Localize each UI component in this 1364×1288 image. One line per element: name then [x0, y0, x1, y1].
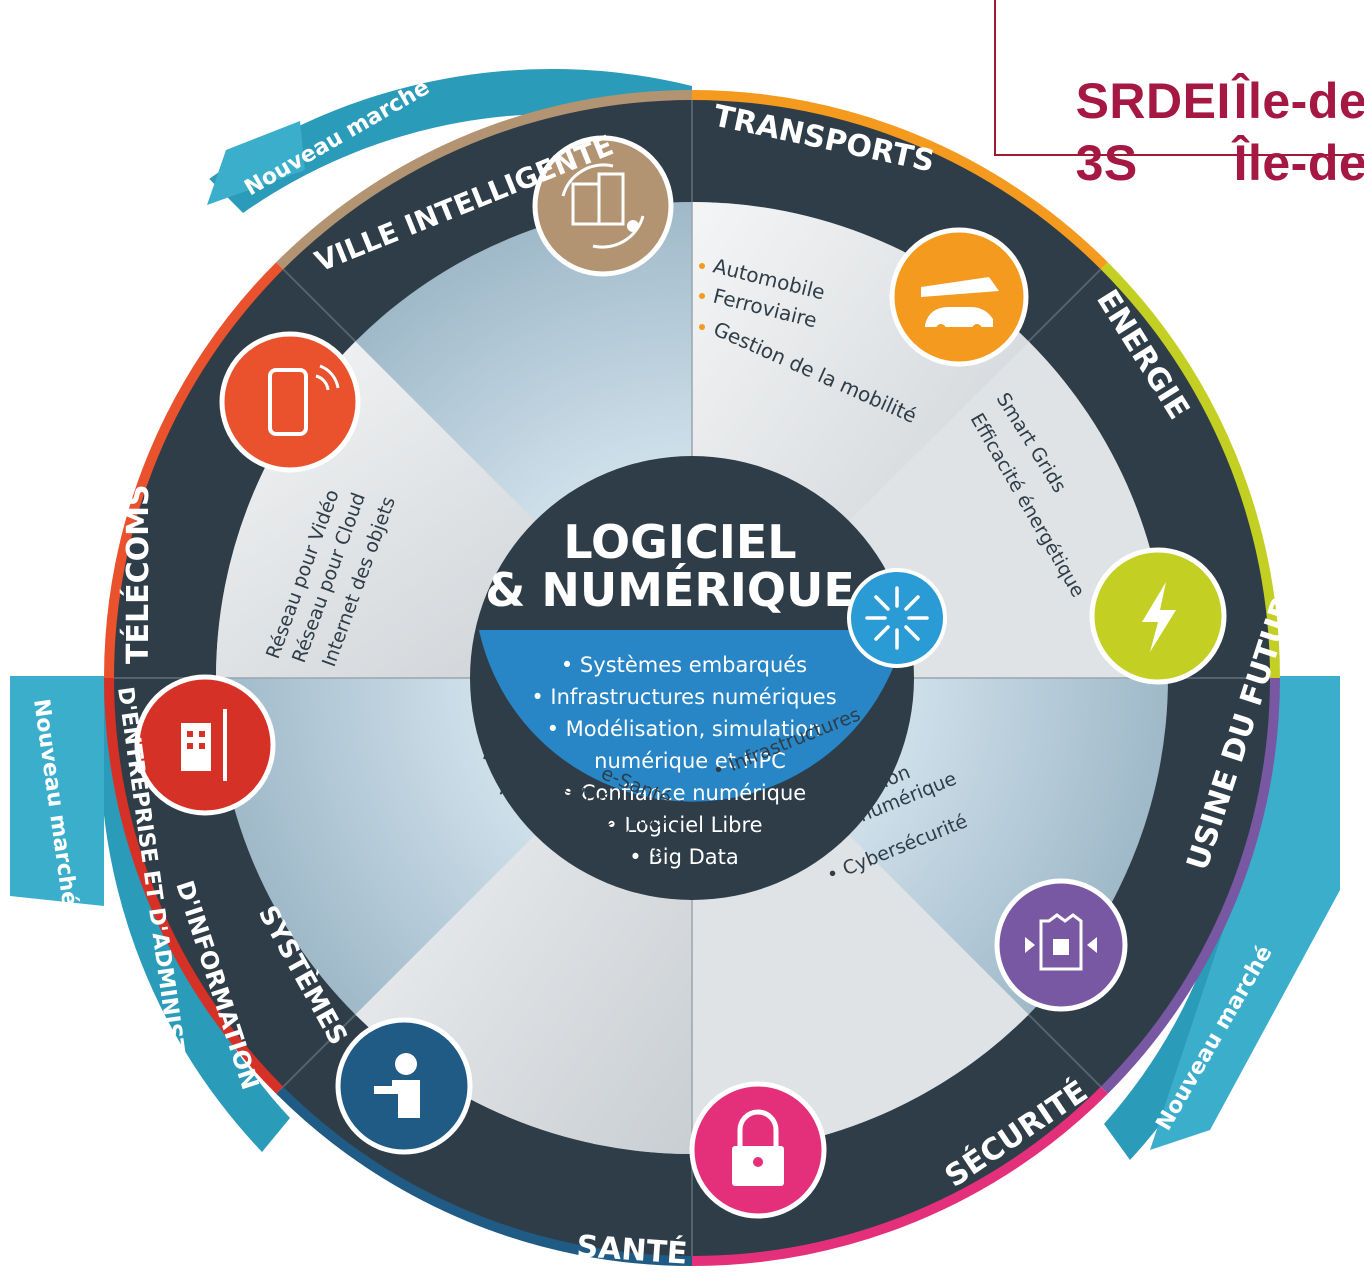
vehicles-icon [889, 227, 1029, 367]
center-item: numérique et HPC [594, 749, 786, 773]
burst-badge [847, 568, 947, 668]
smartphone-icon [219, 331, 361, 473]
center-item: • Modélisation, simulation [547, 717, 822, 741]
new-market-tab-top [207, 121, 305, 205]
center-item: • Logiciel Libre [605, 813, 762, 837]
doctor-icon [335, 1017, 473, 1155]
building-icon [134, 674, 276, 816]
center-item: • Big Data [629, 845, 738, 869]
center-title-line1: LOGICIEL [563, 515, 796, 569]
center-item: • Systèmes embarqués [561, 653, 807, 677]
header-region-2: Île-de- [1233, 135, 1364, 191]
header-row-2: 3S Île-de- [1018, 76, 1364, 250]
padlock-icon [689, 1081, 827, 1219]
factory-icon [994, 878, 1128, 1012]
header-box: SRDEIÎle-de- 3S Île-de- [994, 0, 1364, 191]
center-title-line2: & NUMÉRIQUE [485, 563, 855, 617]
bullet [699, 324, 705, 330]
title-sante: SANTÉ [575, 1228, 688, 1272]
center-hub-blue [479, 630, 905, 802]
bullet [699, 293, 705, 299]
center-item: • Infrastructures numériques [531, 685, 836, 709]
header-row-1: SRDEIÎle-de- [1018, 14, 1364, 188]
bullet [699, 263, 705, 269]
new-market-tab-left [10, 676, 104, 906]
lightning-icon [1089, 547, 1227, 685]
center-item: • Confiance numérique [562, 781, 806, 805]
smart-city-icon [532, 135, 674, 277]
center-item-list: • Systèmes embarqués • Infrastructures n… [531, 653, 836, 869]
header-region-1: Île-de- [1233, 73, 1364, 129]
header-code-1: SRDEI [1075, 73, 1231, 129]
new-market-tab-right [1150, 676, 1340, 1150]
sector-color-ring [104, 90, 1280, 1266]
title-telecoms: TÉLÉCOMS [120, 484, 156, 664]
sector-icons [134, 135, 1227, 1219]
burst-icon [865, 586, 929, 650]
header-code-2: 3S [1075, 135, 1138, 191]
